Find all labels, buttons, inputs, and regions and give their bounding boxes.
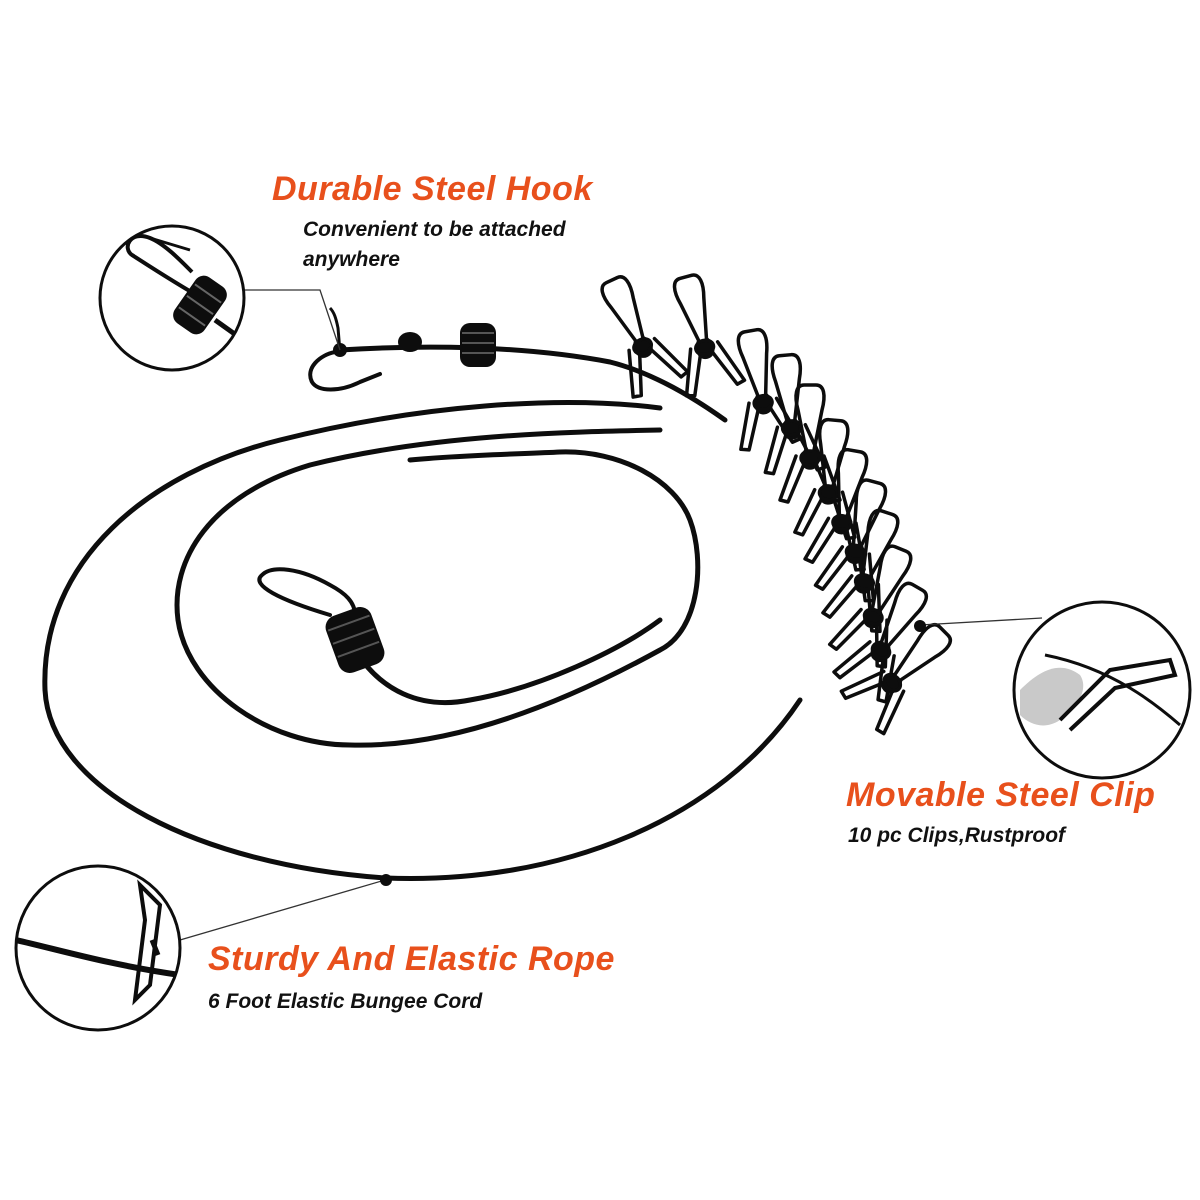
steel-clip-icon <box>793 417 857 541</box>
callout-lines <box>179 289 1043 941</box>
steel-clip-icon <box>832 581 929 704</box>
hook-leader-line <box>243 289 341 351</box>
rope-detail-circle <box>14 864 182 1032</box>
cord-inner-tail <box>352 617 663 706</box>
clip-leader-line <box>919 617 1043 626</box>
hook-feature-title: Durable Steel Hook <box>272 170 593 208</box>
cord-inner-loop <box>174 427 701 748</box>
steel-hook-icon <box>308 306 496 392</box>
cord-outer-loop <box>42 400 803 882</box>
clip-feature-title: Movable Steel Clip <box>846 776 1156 814</box>
rope-feature-title: Sturdy And Elastic Rope <box>208 940 615 978</box>
elastic-cord <box>42 344 803 882</box>
hook-detail-circle <box>98 224 246 372</box>
steel-clip-icon <box>803 448 869 572</box>
hook-feature-subtitle-line1: Convenient to be attached <box>303 218 566 241</box>
cord-top-segment <box>337 344 728 423</box>
inner-steel-hook-icon <box>257 567 385 674</box>
steel-clip-icon <box>736 328 802 452</box>
steel-clips-group <box>600 273 953 736</box>
clip-callout-dot <box>914 620 926 632</box>
clip-detail-circle <box>1012 600 1192 780</box>
steel-clip-icon <box>600 275 690 399</box>
steel-clip-icon <box>778 383 842 504</box>
rope-feature-subtitle: 6 Foot Elastic Bungee Cord <box>208 990 483 1013</box>
steel-clip-icon <box>821 508 900 634</box>
steel-clip-icon <box>839 622 953 736</box>
rope-leader-line <box>179 879 386 941</box>
steel-clip-icon <box>813 478 888 603</box>
steel-clip-icon <box>827 544 913 669</box>
hook-feature-subtitle-line2: anywhere <box>303 248 400 271</box>
rope-callout-dot <box>380 874 392 886</box>
clip-feature-subtitle: 10 pc Clips,Rustproof <box>848 824 1066 847</box>
steel-clip-icon <box>672 273 747 398</box>
